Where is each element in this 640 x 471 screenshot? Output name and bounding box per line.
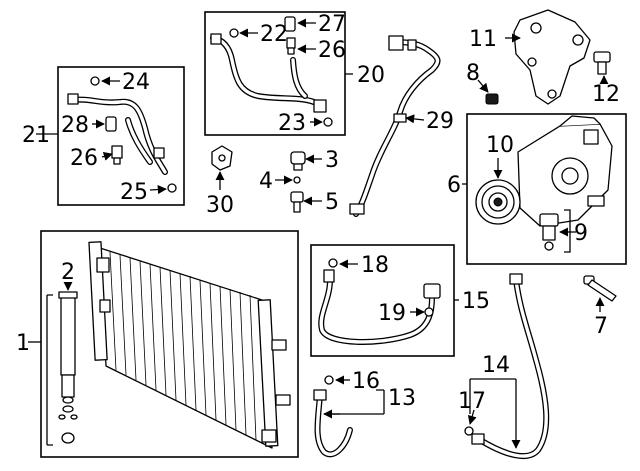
condenser[interactable] — [88, 241, 291, 449]
callout-20: 20 — [357, 63, 385, 88]
callout-22: 22 — [260, 22, 288, 47]
callout-18: 18 — [361, 253, 389, 278]
callout-5: 5 — [325, 190, 339, 215]
callout-14: 14 — [482, 353, 510, 378]
pressure-switch-26b[interactable] — [286, 37, 296, 55]
callout-29: 29 — [426, 109, 454, 134]
callout-2: 2 — [61, 260, 75, 285]
callout-15: 15 — [462, 289, 490, 314]
callout-13: 13 — [388, 386, 416, 411]
callout-1: 1 — [16, 331, 30, 356]
callout-19: 19 — [378, 301, 406, 326]
control-valve-9[interactable] — [539, 213, 559, 251]
callout-12: 12 — [592, 82, 620, 107]
callout-30: 30 — [206, 193, 234, 218]
callout-23: 23 — [278, 111, 306, 136]
callout-4: 4 — [259, 169, 273, 194]
pressure-hose-20[interactable] — [210, 33, 327, 113]
o-ring-23[interactable] — [323, 117, 333, 127]
callout-26a: 26 — [70, 146, 98, 171]
sensor-3[interactable] — [290, 151, 306, 171]
cap-27[interactable] — [284, 16, 296, 32]
bolt-12[interactable] — [593, 51, 611, 75]
receiver-drier[interactable] — [58, 291, 78, 444]
valve-core-28[interactable] — [105, 116, 117, 132]
condenser-group-box — [40, 230, 299, 458]
callout-16: 16 — [352, 369, 380, 394]
bracket-30[interactable] — [211, 145, 233, 171]
o-ring-4[interactable] — [293, 176, 301, 184]
callout-25: 25 — [120, 180, 148, 205]
callout-24: 24 — [122, 70, 150, 95]
condenser-fins — [109, 251, 257, 441]
callout-26b: 26 — [318, 38, 346, 63]
o-ring-25[interactable] — [167, 183, 177, 193]
compressor-group-box — [466, 113, 627, 265]
callout-labels: 1 2 3 4 5 6 7 8 9 10 11 12 13 14 15 16 1… — [16, 12, 620, 414]
refrigerant-line-29[interactable] — [349, 35, 441, 217]
compressor-10[interactable] — [517, 115, 613, 227]
suction-hose-21[interactable] — [67, 93, 168, 175]
o-ring-22[interactable] — [229, 28, 239, 38]
nut-8[interactable] — [485, 93, 499, 105]
o-ring-24[interactable] — [90, 76, 100, 86]
callout-3: 3 — [325, 148, 339, 173]
callout-28: 28 — [61, 113, 89, 138]
leader-arrows — [92, 18, 609, 425]
valve-5[interactable] — [290, 191, 304, 213]
hose-13[interactable] — [313, 389, 353, 458]
callout-7: 7 — [594, 314, 608, 339]
callout-10: 10 — [486, 133, 514, 158]
o-ring-16[interactable] — [324, 375, 334, 385]
callout-27: 27 — [318, 12, 346, 37]
callout-6: 6 — [447, 173, 461, 198]
callout-17: 17 — [458, 389, 486, 414]
hose-14[interactable] — [471, 273, 550, 460]
callout-21: 21 — [22, 123, 50, 148]
callout-8: 8 — [466, 61, 480, 86]
clutch-pulley[interactable] — [475, 179, 521, 225]
pressure-switch-26a[interactable] — [111, 145, 123, 165]
compressor-bracket-11[interactable] — [513, 9, 591, 105]
callout-9: 9 — [574, 221, 588, 246]
bolt-7[interactable] — [583, 275, 617, 302]
hose-assembly-21-box — [57, 66, 185, 206]
liquid-line-15[interactable] — [318, 269, 441, 345]
o-ring-19[interactable] — [424, 307, 434, 317]
callout-11: 11 — [469, 27, 497, 52]
o-ring-17[interactable] — [464, 426, 474, 436]
o-ring-18[interactable] — [328, 258, 338, 268]
